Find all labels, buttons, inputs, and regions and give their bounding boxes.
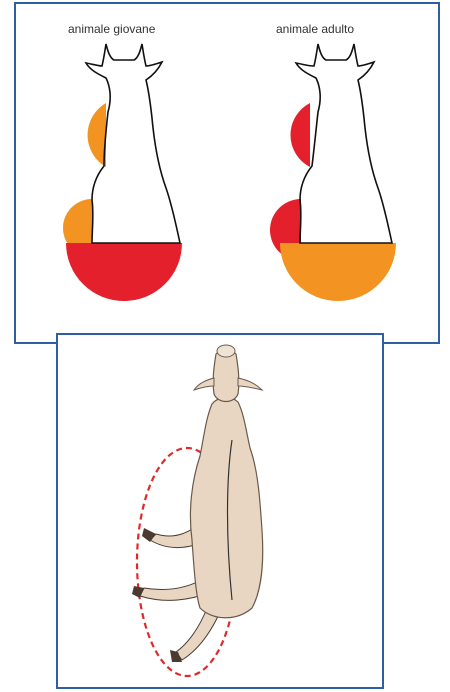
young-chest-semicircle: [88, 103, 106, 167]
young-animal-group: [63, 44, 182, 301]
cow-lying-icon: [190, 398, 262, 618]
adult-animal-group: [270, 44, 396, 301]
adult-cow-outline-icon: [296, 44, 392, 243]
cow-muzzle: [217, 345, 235, 357]
adult-chest-semicircle: [290, 103, 310, 167]
adult-hindquarter-semicircle: [280, 243, 396, 301]
young-hindquarter-semicircle: [66, 243, 182, 301]
cow-left-horn: [194, 378, 214, 390]
lying-cow-group: [132, 345, 263, 676]
cow-right-horn: [238, 378, 262, 390]
